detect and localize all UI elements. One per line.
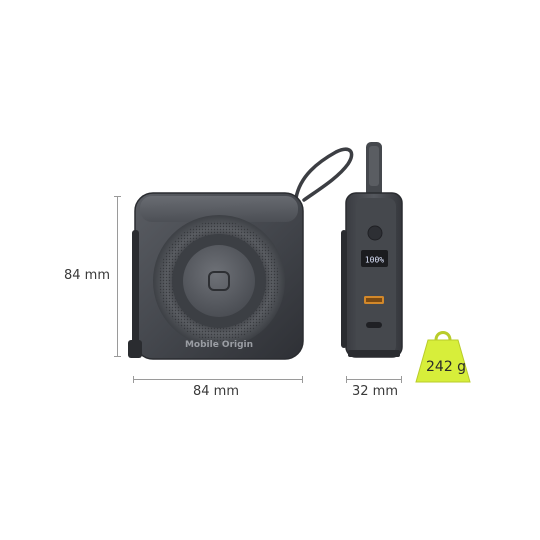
- width-dimension-right-tick: [302, 376, 303, 383]
- battery-percentage-readout: 100%: [365, 256, 384, 265]
- led-display: [361, 250, 388, 267]
- power-button: [367, 225, 383, 241]
- height-dimension-line: [117, 196, 118, 356]
- side-inner-panel: [356, 198, 396, 354]
- wireless-charging-pad: [183, 245, 255, 317]
- width-dimension-left-tick: [133, 376, 134, 383]
- front-top-panel: [140, 196, 298, 222]
- depth-dimension-right-tick: [401, 376, 402, 383]
- width-dimension-label: 84 mm: [193, 384, 240, 399]
- weight-label: 242 g: [426, 359, 467, 375]
- depth-dimension-left-tick: [346, 376, 347, 383]
- depth-dimension-label: 32 mm: [352, 384, 399, 399]
- side-cable: [132, 230, 139, 350]
- weight-tag-body: [415, 339, 471, 383]
- brand-logo-text: Mobile Origin: [185, 340, 253, 350]
- depth-dimension-line: [346, 379, 402, 380]
- height-dimension-label: 84 mm: [64, 268, 111, 283]
- width-dimension-line: [133, 379, 303, 380]
- height-dimension-top-tick: [114, 196, 121, 197]
- usb-c-port: [366, 322, 382, 328]
- lanyard-strap: [294, 147, 354, 202]
- weight-tag-handle: [434, 331, 452, 341]
- pad-center-mark: [208, 271, 230, 291]
- side-base: [348, 350, 400, 357]
- height-dimension-bottom-tick: [114, 356, 121, 357]
